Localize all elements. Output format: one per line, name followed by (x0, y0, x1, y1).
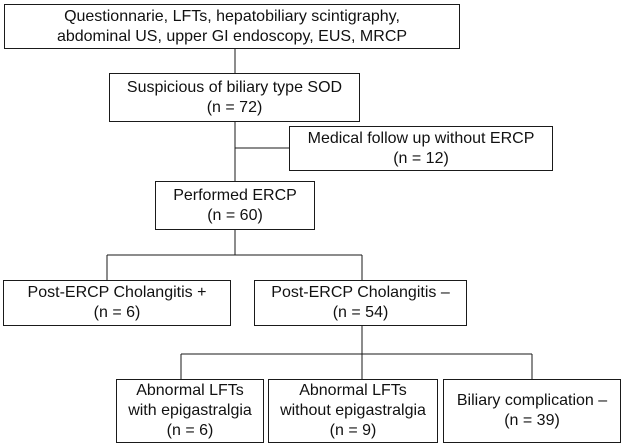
node-lft-noepi-line-1: Abnormal LFTs (299, 382, 407, 399)
node-suspicious-line-2: (n = 72) (206, 98, 263, 116)
node-followup-line-1: Medical follow up without ERCP (307, 129, 535, 147)
node-lft-noepi-line-3: (n = 9) (329, 422, 377, 439)
node-initial-line-2: abdominal US, upper GI endoscopy, EUS, M… (56, 27, 408, 45)
node-suspicious-line-1: Suspicious of biliary type SOD (126, 78, 343, 96)
node-biliary-complication-negative: Biliary complication – (n = 39) (443, 379, 621, 443)
node-cholangitis-positive: Post-ERCP Cholangitis + (n = 6) (3, 280, 231, 326)
node-ercp-line-1: Performed ERCP (173, 186, 297, 204)
node-lft-epi-line-3: (n = 6) (166, 422, 214, 439)
node-ercp-line-2: (n = 60) (207, 206, 263, 224)
node-abnormal-lfts-with-epigastralgia: Abnormal LFTs with epigastralgia (n = 6) (116, 379, 264, 443)
node-chol-pos-line-1: Post-ERCP Cholangitis + (27, 284, 207, 301)
node-biliary-neg-line-2: (n = 39) (504, 412, 560, 429)
node-lft-noepi-line-2: without epigastralgia (280, 402, 426, 419)
node-medical-followup: Medical follow up without ERCP (n = 12) (289, 126, 553, 171)
node-lft-epi-line-2: with epigastralgia (128, 402, 252, 419)
node-biliary-neg-line-1: Biliary complication – (456, 392, 608, 409)
node-initial-line-1: Questionnarie, LFTs, hepatobiliary scint… (64, 7, 400, 25)
node-performed-ercp: Performed ERCP (n = 60) (155, 181, 315, 230)
node-initial-workup: Questionnarie, LFTs, hepatobiliary scint… (4, 4, 460, 49)
node-followup-line-2: (n = 12) (393, 149, 449, 167)
node-chol-neg-line-1: Post-ERCP Cholangitis – (271, 284, 450, 301)
node-chol-pos-line-2: (n = 6) (93, 304, 141, 321)
node-lft-epi-line-1: Abnormal LFTs (136, 382, 244, 399)
node-chol-neg-line-2: (n = 54) (332, 304, 389, 321)
node-cholangitis-negative: Post-ERCP Cholangitis – (n = 54) (254, 280, 467, 326)
node-abnormal-lfts-without-epigastralgia: Abnormal LFTs without epigastralgia (n =… (268, 379, 438, 443)
node-suspicious-sod: Suspicious of biliary type SOD (n = 72) (109, 73, 360, 122)
